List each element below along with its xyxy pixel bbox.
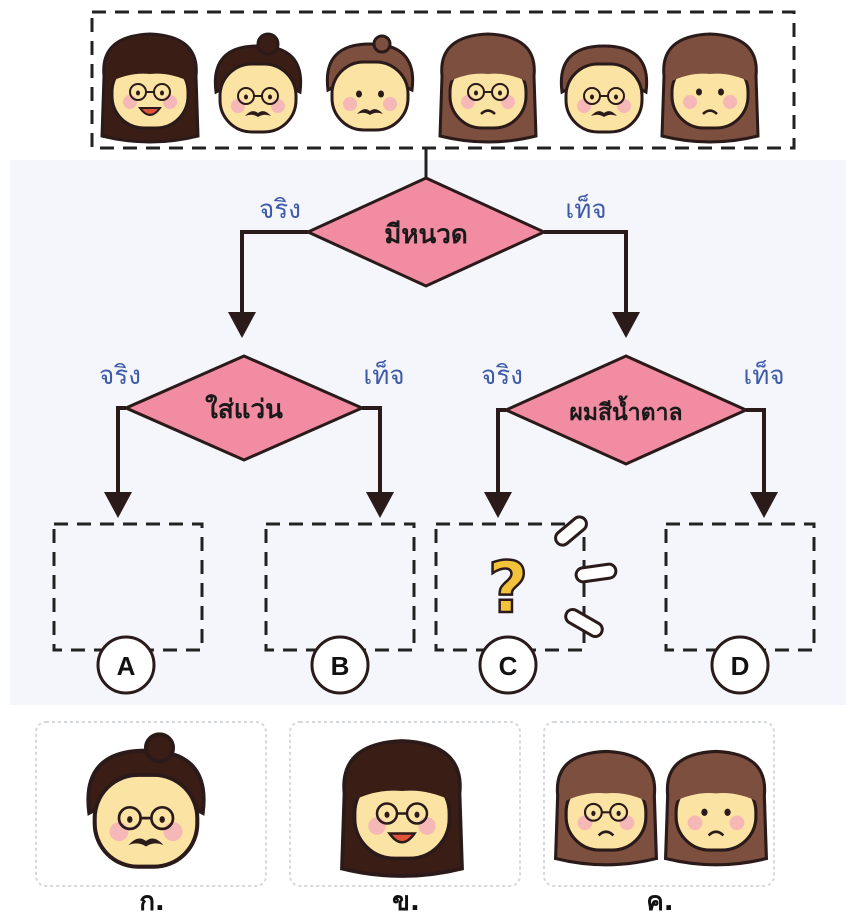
outcome-box-b bbox=[264, 522, 416, 652]
branch-line bbox=[240, 230, 308, 312]
arrow-icon bbox=[484, 492, 512, 518]
arrow-icon bbox=[750, 492, 778, 518]
question-mark-icon: ? bbox=[488, 547, 529, 629]
arrow-icon bbox=[366, 492, 394, 518]
decision-right-shape bbox=[502, 354, 750, 466]
face-icon bbox=[438, 32, 538, 144]
outcome-label-a: A bbox=[117, 651, 136, 681]
option-label-1: ก. bbox=[139, 887, 165, 914]
face-icon bbox=[664, 749, 768, 867]
outcome-circle-a bbox=[96, 635, 156, 695]
branch-line bbox=[746, 408, 766, 492]
decision-left-label: ใส่แว่น bbox=[205, 394, 283, 425]
face-icon bbox=[325, 34, 415, 132]
face-icon bbox=[559, 44, 649, 134]
branch-line bbox=[116, 406, 126, 492]
face-icon bbox=[100, 32, 200, 144]
branch-line bbox=[362, 406, 382, 492]
face-icon bbox=[660, 32, 760, 144]
right-true-label: จริง bbox=[481, 361, 523, 391]
left-false-label: เท็จ bbox=[363, 359, 404, 391]
arrow-icon bbox=[612, 312, 640, 338]
decision-root-label: มีหนวด bbox=[384, 220, 468, 250]
option-label-3: ค. bbox=[646, 887, 673, 914]
right-false-label: เท็จ bbox=[743, 359, 784, 391]
decision-right-label: ผมสีน้ำตาล bbox=[569, 395, 682, 426]
outcome-box-d bbox=[664, 522, 816, 652]
root-true-label: จริง bbox=[259, 195, 301, 225]
outcome-box-a bbox=[52, 522, 204, 652]
outcome-circle-c bbox=[478, 635, 538, 695]
face-icon bbox=[554, 749, 658, 867]
outcome-circle-d bbox=[710, 635, 770, 695]
decision-root-shape bbox=[304, 176, 548, 288]
outcome-circle-b bbox=[310, 635, 370, 695]
sparkle-dash bbox=[574, 562, 618, 584]
branch-line bbox=[496, 408, 506, 492]
outcome-label-b: B bbox=[331, 651, 350, 681]
outcome-label-d: D bbox=[731, 651, 750, 681]
sparkle-dash bbox=[564, 608, 604, 638]
arrow-icon bbox=[104, 492, 132, 518]
sparkle-dash bbox=[554, 515, 588, 547]
option-label-2: ข. bbox=[392, 887, 420, 914]
root-false-label: เท็จ bbox=[565, 193, 606, 225]
face-icon bbox=[340, 739, 464, 878]
branch-line bbox=[544, 230, 628, 312]
left-true-label: จริง bbox=[99, 361, 141, 391]
decision-left-shape bbox=[122, 354, 366, 462]
outcome-label-c: C bbox=[499, 651, 518, 681]
arrow-icon bbox=[228, 312, 256, 338]
